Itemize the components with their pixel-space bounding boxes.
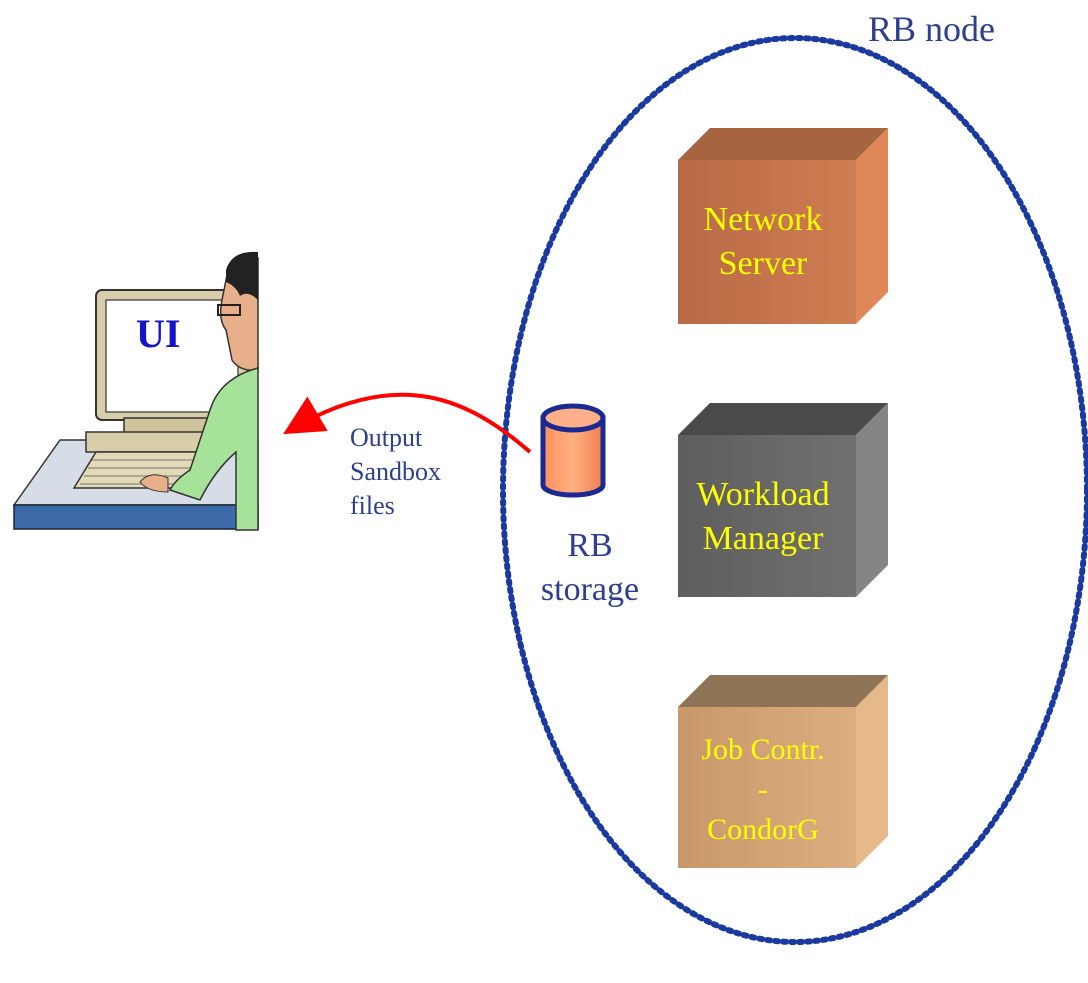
job-controller-line2: - [758,773,768,806]
user-workstation-icon [12,251,259,531]
network-server-line2: Server [718,245,808,282]
workload-manager-line1: Workload [696,476,830,513]
output-sandbox-line2: Sandbox [350,457,441,486]
job-controller-label: Job Contr. - CondorG [678,730,848,850]
job-controller-line1: Job Contr. [701,733,825,766]
rb-storage-cylinder-icon [540,403,606,498]
output-sandbox-label: Output Sandbox files [350,421,441,523]
job-controller-line3: CondorG [707,813,819,846]
output-sandbox-line1: Output [350,423,423,452]
ui-label: UI [136,311,181,356]
network-server-label: Network Server [678,198,848,286]
job-controller-box [678,675,888,868]
rb-node-title: RB node [868,9,996,49]
rb-storage-label: RB storage [530,524,650,612]
network-server-line1: Network [703,201,823,238]
output-sandbox-line3: files [350,491,395,520]
rb-node-boundary [500,35,1088,945]
workload-manager-label: Workload Manager [678,473,848,561]
rb-storage-line1: RB [567,527,613,564]
workload-manager-line2: Manager [702,520,824,557]
rb-storage-line2: storage [540,571,640,608]
workload-manager-box [678,403,888,597]
network-server-box [678,128,888,324]
output-sandbox-arrow [283,392,532,454]
